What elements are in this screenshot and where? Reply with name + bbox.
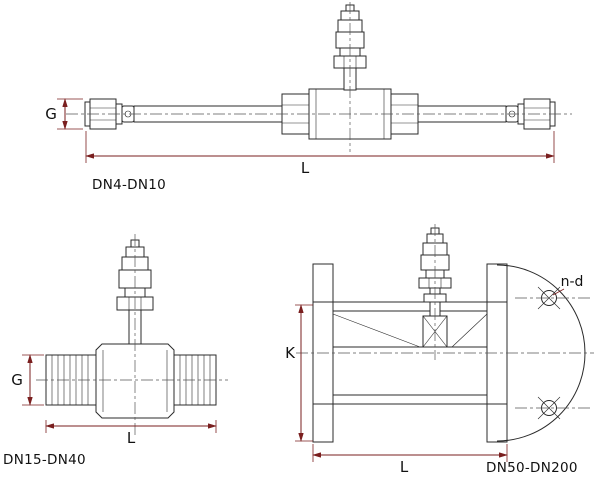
bolt-hole-note: n-d — [561, 274, 584, 290]
caption-dn50-dn200: DN50-DN200 — [486, 460, 578, 476]
dim-label-g-bottom-left: G — [11, 371, 23, 389]
caption-dn4-dn10: DN4-DN10 — [92, 177, 166, 193]
dimension-l-top: L — [85, 131, 555, 177]
dimension-l-bottom-right: L — [312, 444, 508, 476]
dimension-l-bottom-left: L — [45, 420, 217, 447]
caption-dn15-dn40: DN15-DN40 — [3, 452, 86, 468]
dim-label-l-bottom-right: L — [400, 458, 409, 476]
dim-label-l-top: L — [301, 159, 310, 177]
dim-label-l-bottom-left: L — [127, 429, 136, 447]
dimension-g-bottom-left: G — [11, 354, 44, 406]
drawing-dn50-dn200: n-d K L DN50-DN200 — [285, 224, 594, 476]
dim-label-k: K — [285, 344, 296, 362]
dim-label-g-top: G — [45, 105, 57, 123]
drawing-dn4-dn10: G L DN4-DN10 — [45, 2, 572, 193]
dimension-g-top: G — [45, 98, 83, 130]
dimension-k: K — [285, 304, 313, 442]
drawing-dn15-dn40: G L DN15-DN40 — [3, 234, 228, 468]
